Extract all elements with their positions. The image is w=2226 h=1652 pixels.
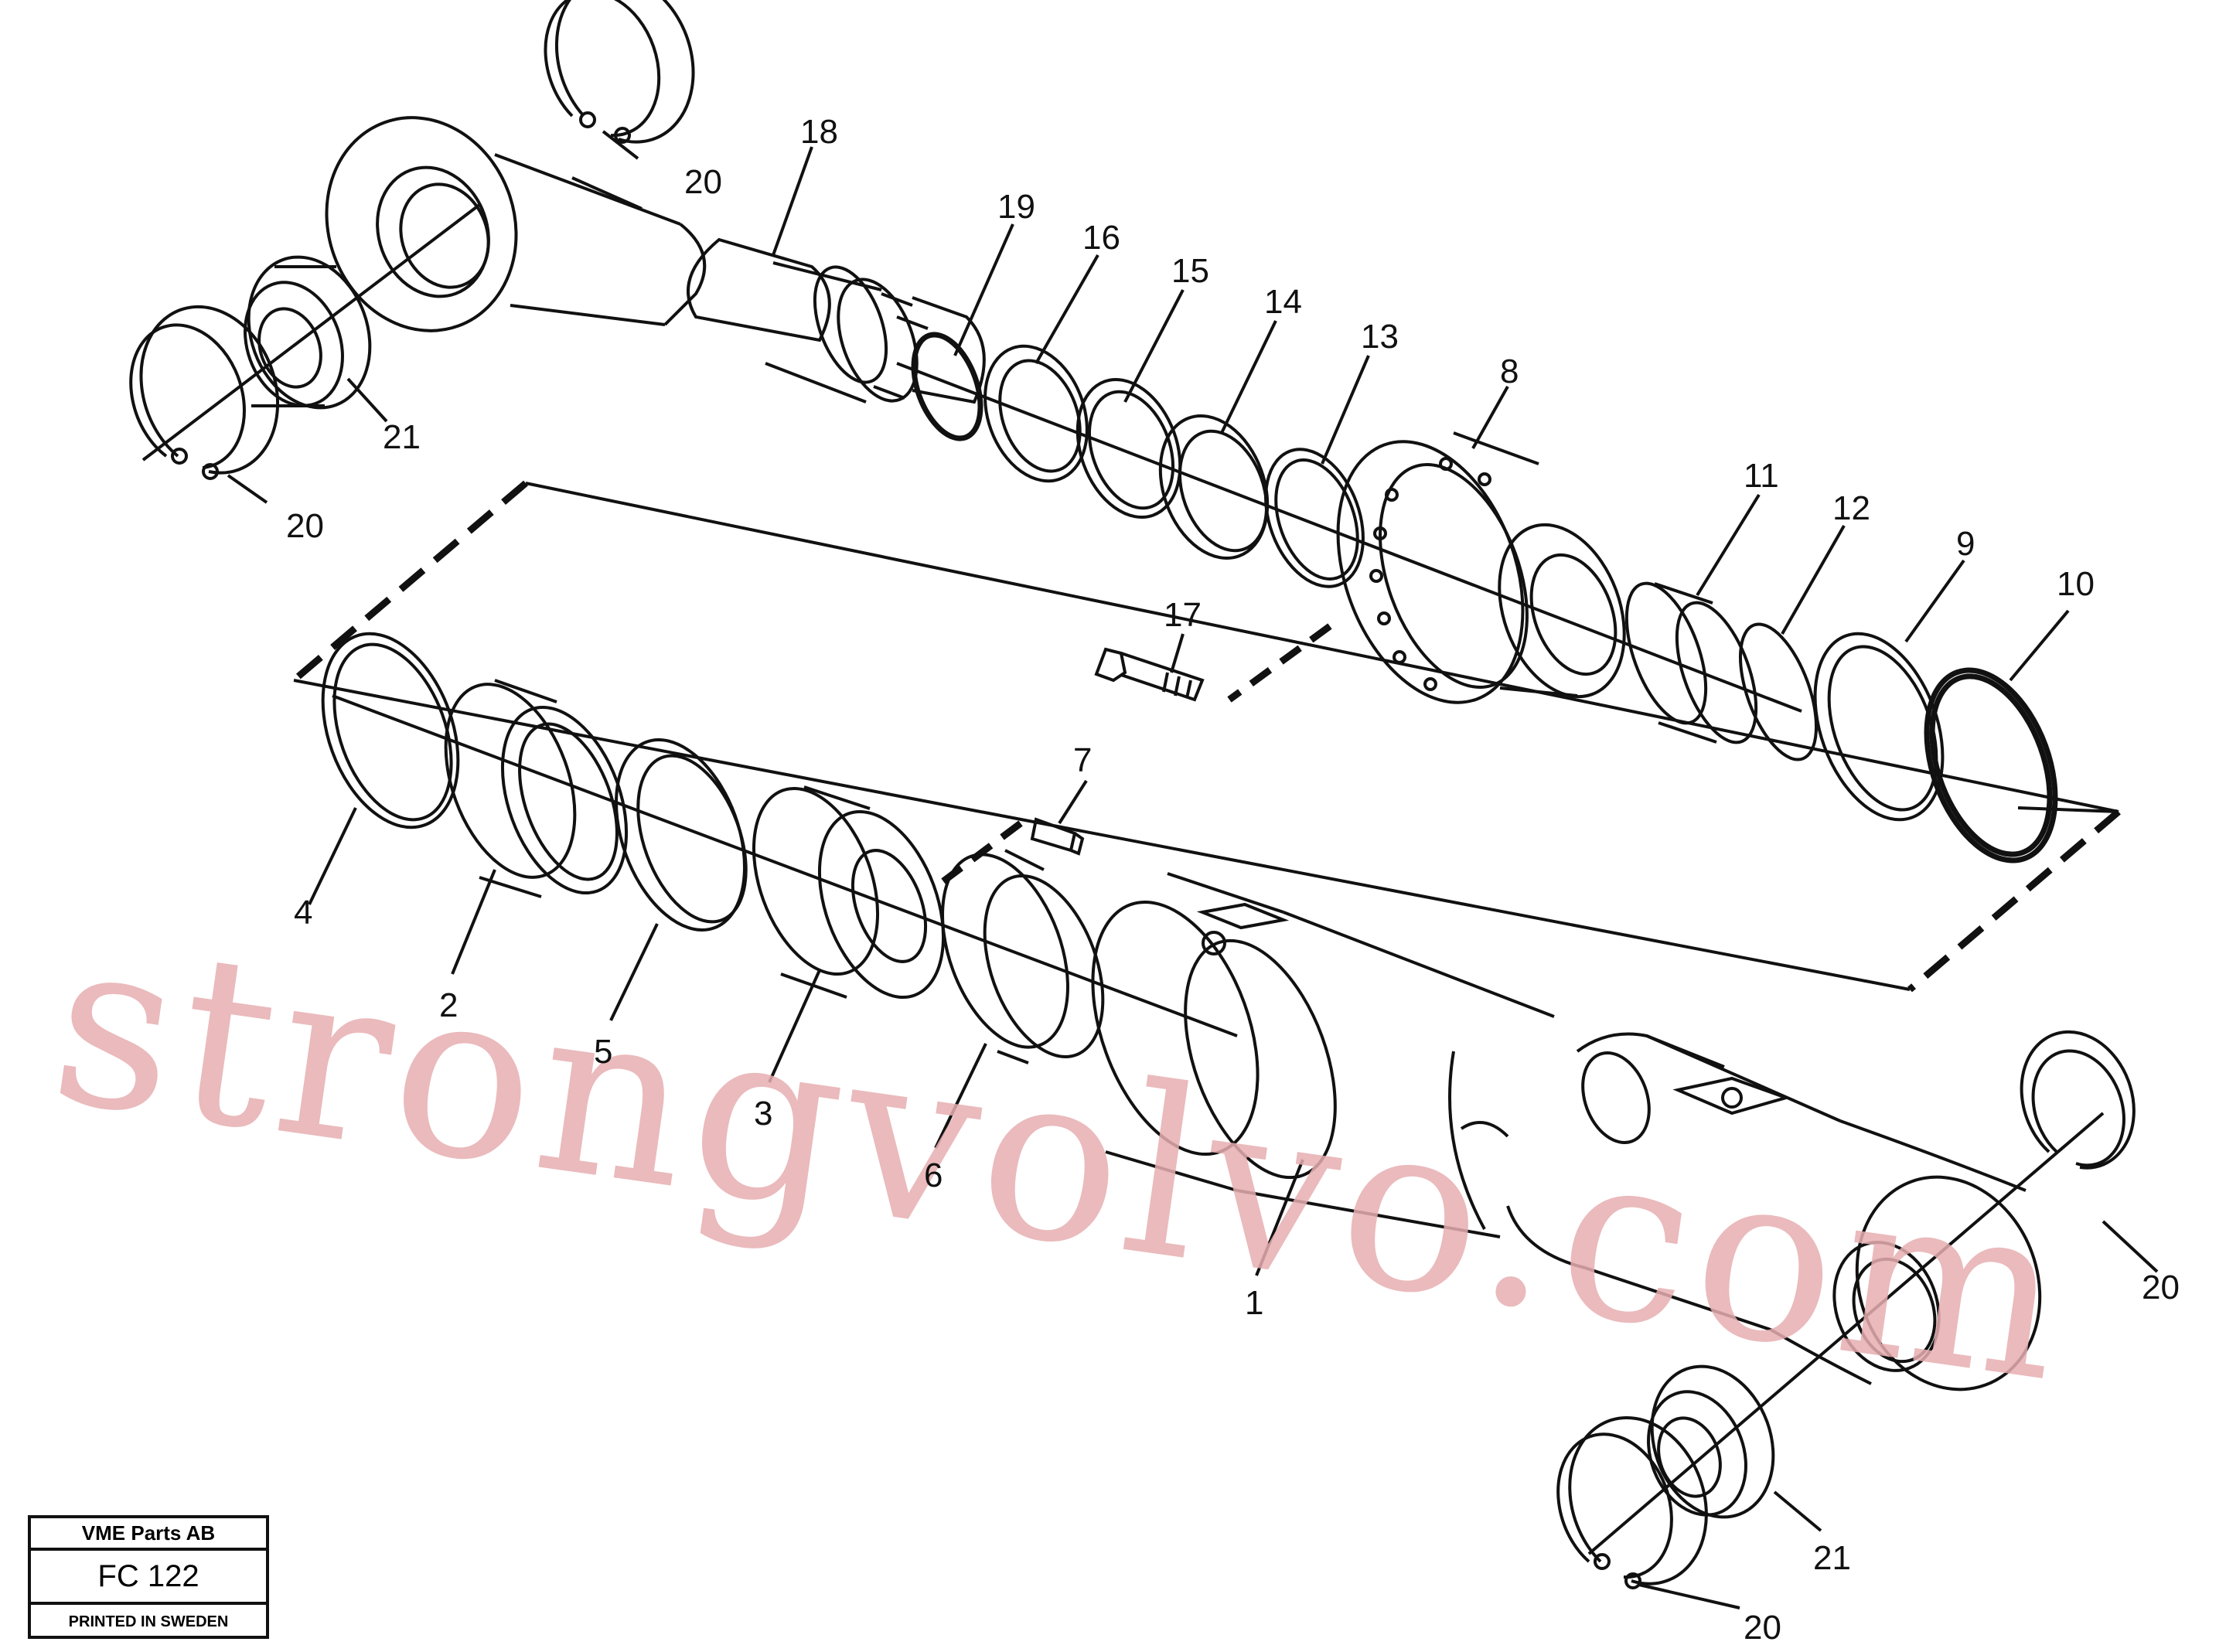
center-axes: [141, 203, 2105, 1555]
seal-2: [444, 679, 629, 898]
callout-5: 5: [594, 1033, 612, 1071]
printed-note: PRINTED IN SWEDEN: [68, 1613, 229, 1630]
callout-20-right: 20: [2142, 1269, 2180, 1306]
cylinder-base: [1506, 1032, 2042, 1391]
callout-13: 13: [1361, 318, 1399, 356]
piston-3: [752, 785, 946, 1000]
ring-5: [615, 738, 748, 932]
ring-10: [1924, 667, 2058, 863]
seal-9: [1813, 632, 1945, 822]
callout-21-upper: 21: [383, 418, 421, 456]
callout-20-bottom: 20: [1744, 1609, 1781, 1647]
callout-6: 6: [924, 1156, 943, 1194]
callout-20-left: 20: [286, 507, 324, 545]
piston-rod-eye: [325, 116, 707, 332]
cylinder-tube-1: [1091, 872, 1555, 1238]
seal-15: [1076, 377, 1182, 519]
leader-lines: [227, 130, 2159, 1609]
ring-12: [1738, 622, 1819, 761]
callout-18: 18: [800, 113, 838, 151]
bushing-11: [1624, 581, 1758, 744]
seal-16: [983, 344, 1089, 483]
piston-rod-shaft: [687, 237, 986, 404]
o-ring-19: [911, 332, 983, 441]
figure-code: FC 122: [31, 1551, 266, 1605]
callout-20-top: 20: [684, 163, 722, 201]
guide-ring-6: [941, 849, 1105, 1064]
callout-8: 8: [1500, 353, 1519, 390]
company-name: VME Parts AB: [31, 1518, 266, 1551]
callout-16: 16: [1082, 219, 1120, 257]
callout-12: 12: [1832, 489, 1870, 527]
title-block: VME Parts AB FC 122 PRINTED IN SWEDEN: [28, 1515, 269, 1639]
watermark-text: strongvolvo.com: [39, 885, 2085, 1435]
circlip-20-top: [544, 0, 695, 144]
circlip-20-left: [129, 305, 280, 480]
nipple-7: [1030, 817, 1085, 856]
circlip-20-bottom: [1556, 1415, 1708, 1589]
bolt-17: [1094, 647, 1205, 702]
wiper-14: [1158, 414, 1270, 560]
assembly-frame: [291, 480, 2121, 993]
ring-4: [321, 632, 460, 829]
callout-2: 2: [439, 986, 458, 1024]
callout-15: 15: [1171, 252, 1209, 290]
ring-13: [1264, 448, 1365, 588]
callout-10: 10: [2057, 565, 2095, 603]
callout-11: 11: [1744, 457, 1779, 495]
callout-3: 3: [754, 1095, 772, 1133]
callout-1: 1: [1245, 1284, 1263, 1322]
callout-17: 17: [1164, 596, 1202, 634]
bushing-21-upper: [244, 255, 372, 410]
callout-19: 19: [997, 188, 1035, 226]
callout-4: 4: [294, 894, 312, 932]
callout-9: 9: [1956, 525, 1975, 563]
callout-14: 14: [1264, 283, 1302, 321]
callout-7: 7: [1073, 741, 1092, 779]
callout-21-lower: 21: [1813, 1539, 1851, 1577]
circlip-20-right: [2020, 1030, 2136, 1170]
